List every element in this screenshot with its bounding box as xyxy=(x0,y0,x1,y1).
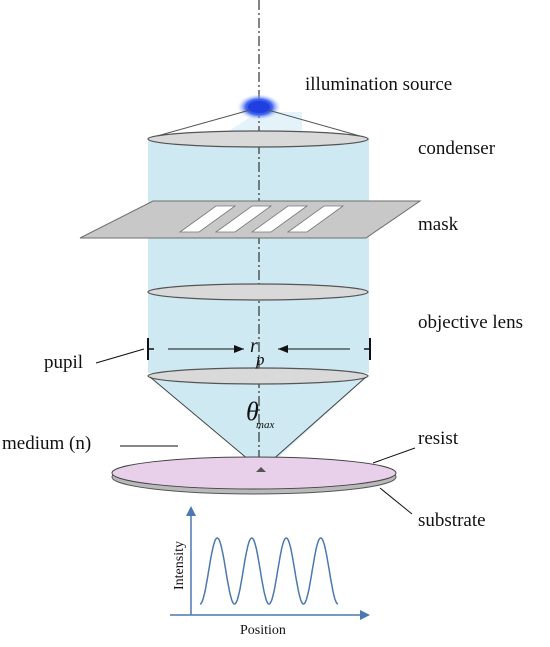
mask-slit xyxy=(286,205,345,233)
objective-lens xyxy=(147,283,369,301)
pupil-radius-symbol: r xyxy=(250,335,258,357)
mask-slit xyxy=(250,205,309,233)
source-cone-right xyxy=(267,109,368,139)
pupil-lens xyxy=(147,367,369,385)
converging-ray-right xyxy=(260,376,367,471)
source-cone-left xyxy=(149,109,251,139)
mask-slit xyxy=(178,205,237,233)
mask xyxy=(79,200,422,239)
intensity-curve xyxy=(199,537,339,605)
resist xyxy=(111,456,397,490)
converging-ray-left xyxy=(149,376,262,471)
label-mask: mask xyxy=(418,214,459,235)
label-condenser: condenser xyxy=(418,138,496,159)
label-resist: resist xyxy=(418,428,459,449)
label-objective-lens: objective lens xyxy=(418,312,523,333)
condenser-lens xyxy=(147,130,369,148)
intensity-plot: Intensity Position xyxy=(170,506,370,638)
label-pupil: pupil xyxy=(44,352,83,373)
label-illumination-source: illumination source xyxy=(305,74,452,95)
pupil-leader xyxy=(95,348,145,364)
max-angle-symbol: θ xyxy=(246,397,259,426)
illumination-source xyxy=(237,94,281,120)
label-medium: medium (n) xyxy=(2,433,91,454)
focal-point xyxy=(256,467,266,472)
resist-leader xyxy=(372,447,416,464)
label-substrate: substrate xyxy=(418,510,486,531)
plot-y-label: Intensity xyxy=(172,541,187,590)
plot-x-label: Position xyxy=(240,623,286,638)
mask-slit xyxy=(214,205,273,233)
plot-x-arrowhead xyxy=(360,610,370,620)
substrate-leader xyxy=(379,487,413,515)
pupil-radius-subscript: p xyxy=(255,350,265,369)
plot-y-arrowhead xyxy=(186,506,196,516)
pupil-aperture xyxy=(147,338,371,360)
max-angle-subscript: max xyxy=(256,419,274,431)
